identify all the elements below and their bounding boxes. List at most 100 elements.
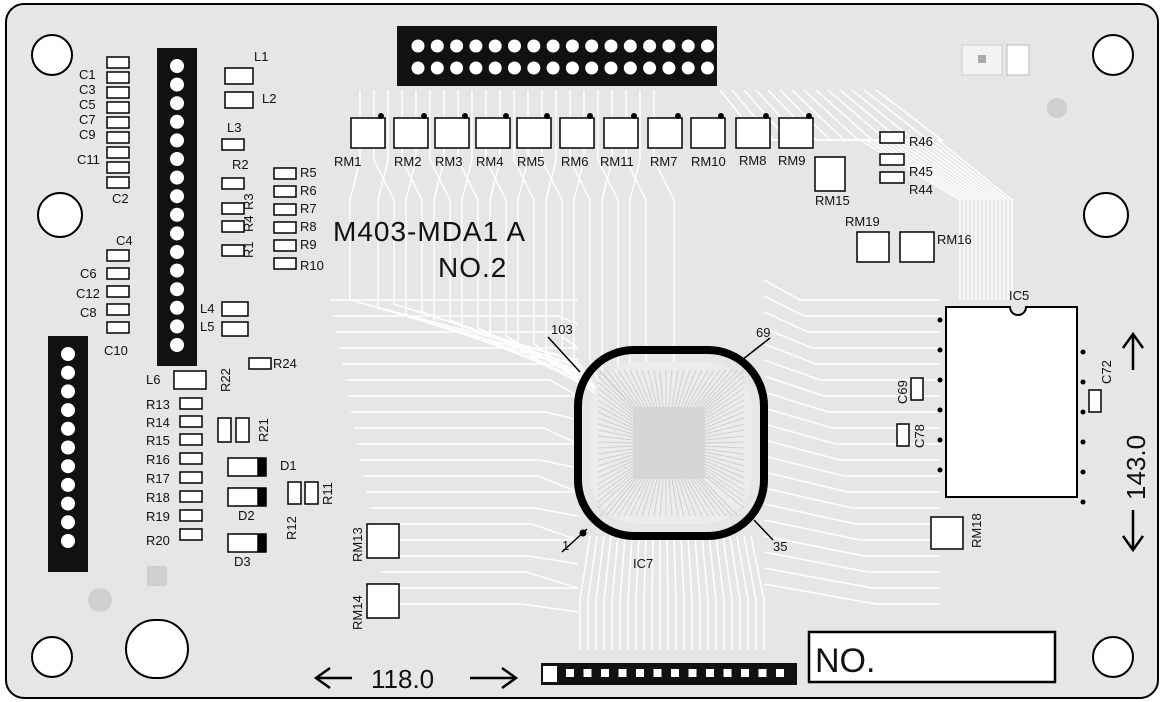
header-pin bbox=[662, 39, 676, 53]
resistor bbox=[273, 185, 297, 198]
trace bbox=[336, 331, 579, 349]
trace bbox=[354, 427, 579, 445]
mounting-hole bbox=[1092, 636, 1134, 678]
pin-marker bbox=[937, 377, 943, 383]
bond-wire bbox=[704, 448, 745, 455]
label-r7: R7 bbox=[300, 201, 317, 216]
trace bbox=[513, 90, 601, 394]
pin-marker bbox=[1080, 409, 1086, 415]
trace bbox=[595, 535, 605, 650]
label-rm1: RM1 bbox=[334, 154, 361, 169]
bond-wire bbox=[677, 478, 691, 517]
resistor bbox=[273, 221, 297, 234]
bond-wire bbox=[597, 466, 634, 491]
label-rm2: RM2 bbox=[394, 154, 421, 169]
bond-wire bbox=[686, 369, 709, 408]
trace bbox=[708, 535, 717, 650]
connector-pin bbox=[61, 534, 75, 548]
bond-wire bbox=[597, 454, 634, 467]
header-pin bbox=[701, 39, 714, 53]
capacitor bbox=[106, 56, 130, 69]
bond-wire bbox=[659, 478, 664, 517]
trace bbox=[763, 391, 940, 413]
resistor-networks bbox=[350, 113, 964, 619]
label-r16: R16 bbox=[146, 452, 170, 467]
pin1-dot bbox=[675, 113, 681, 119]
bond-wire bbox=[597, 411, 634, 429]
resistor bbox=[273, 257, 297, 270]
bond-wire bbox=[680, 369, 697, 408]
inductor-l3 bbox=[221, 138, 245, 151]
resistor-r4 bbox=[221, 220, 245, 233]
label-r10: R10 bbox=[300, 258, 324, 273]
trace bbox=[763, 439, 940, 461]
inductor-l1 bbox=[224, 67, 254, 85]
bond-wire bbox=[597, 457, 634, 473]
resistor-network bbox=[366, 523, 400, 559]
bond-wire bbox=[704, 369, 745, 408]
bond-wire bbox=[597, 475, 634, 509]
bond-wire bbox=[704, 405, 745, 426]
resistor-r12 bbox=[287, 481, 302, 505]
trace bbox=[687, 535, 693, 650]
resistor-r45 bbox=[879, 153, 905, 166]
bond-wire bbox=[653, 478, 661, 517]
trace bbox=[587, 535, 598, 650]
label-d3: D3 bbox=[234, 554, 251, 569]
connector-pin bbox=[636, 669, 644, 677]
resistor bbox=[273, 239, 297, 252]
resistor-r46 bbox=[879, 131, 905, 144]
resistor-r2 bbox=[221, 177, 245, 190]
trace bbox=[763, 535, 940, 557]
label-r15: R15 bbox=[146, 433, 170, 448]
diode-d2 bbox=[227, 487, 267, 507]
trace bbox=[851, 89, 1005, 300]
bond-wire bbox=[668, 369, 673, 408]
inductor-l6 bbox=[173, 370, 207, 390]
label-p35: 35 bbox=[773, 539, 787, 554]
pin1-dot bbox=[421, 113, 427, 119]
connector-pin bbox=[170, 207, 184, 222]
bond-wire bbox=[653, 369, 661, 408]
trace bbox=[743, 535, 757, 650]
label-c72: C72 bbox=[1099, 360, 1114, 384]
trace bbox=[579, 535, 591, 650]
header-pin bbox=[701, 61, 714, 75]
header-pin bbox=[681, 61, 695, 75]
trace bbox=[378, 555, 579, 565]
bond-wire bbox=[704, 469, 745, 497]
trace bbox=[763, 455, 940, 477]
label-rm3: RM3 bbox=[435, 154, 462, 169]
bond-wire bbox=[695, 369, 727, 408]
header-pin bbox=[411, 39, 425, 53]
trace bbox=[863, 89, 1009, 300]
resistor-network bbox=[930, 516, 964, 550]
bond-wire bbox=[692, 478, 721, 517]
connector-pin bbox=[170, 263, 184, 278]
trace bbox=[763, 279, 940, 301]
header-pin bbox=[488, 61, 502, 75]
bond-wire bbox=[704, 445, 745, 449]
label-c6: C6 bbox=[80, 266, 97, 281]
label-c4: C4 bbox=[116, 233, 133, 248]
connector-pin bbox=[61, 440, 75, 455]
header-pin bbox=[450, 61, 464, 75]
header-pin bbox=[469, 39, 483, 53]
trace bbox=[611, 535, 619, 650]
trace bbox=[369, 507, 579, 517]
trace bbox=[643, 535, 647, 650]
trace bbox=[763, 487, 940, 509]
trace bbox=[763, 471, 940, 493]
pin1-dot bbox=[544, 113, 550, 119]
label-p1: 1 bbox=[562, 538, 569, 553]
bond-wire bbox=[680, 478, 697, 517]
bond-wire bbox=[597, 375, 634, 411]
bond-wire bbox=[695, 478, 727, 517]
capacitor bbox=[106, 303, 130, 316]
label-l2: L2 bbox=[262, 91, 276, 106]
pin-marker bbox=[1080, 349, 1086, 355]
bottom-connector bbox=[541, 663, 797, 685]
pin-marker bbox=[937, 407, 943, 413]
trace bbox=[360, 459, 579, 469]
capacitor-c72 bbox=[1088, 389, 1102, 413]
